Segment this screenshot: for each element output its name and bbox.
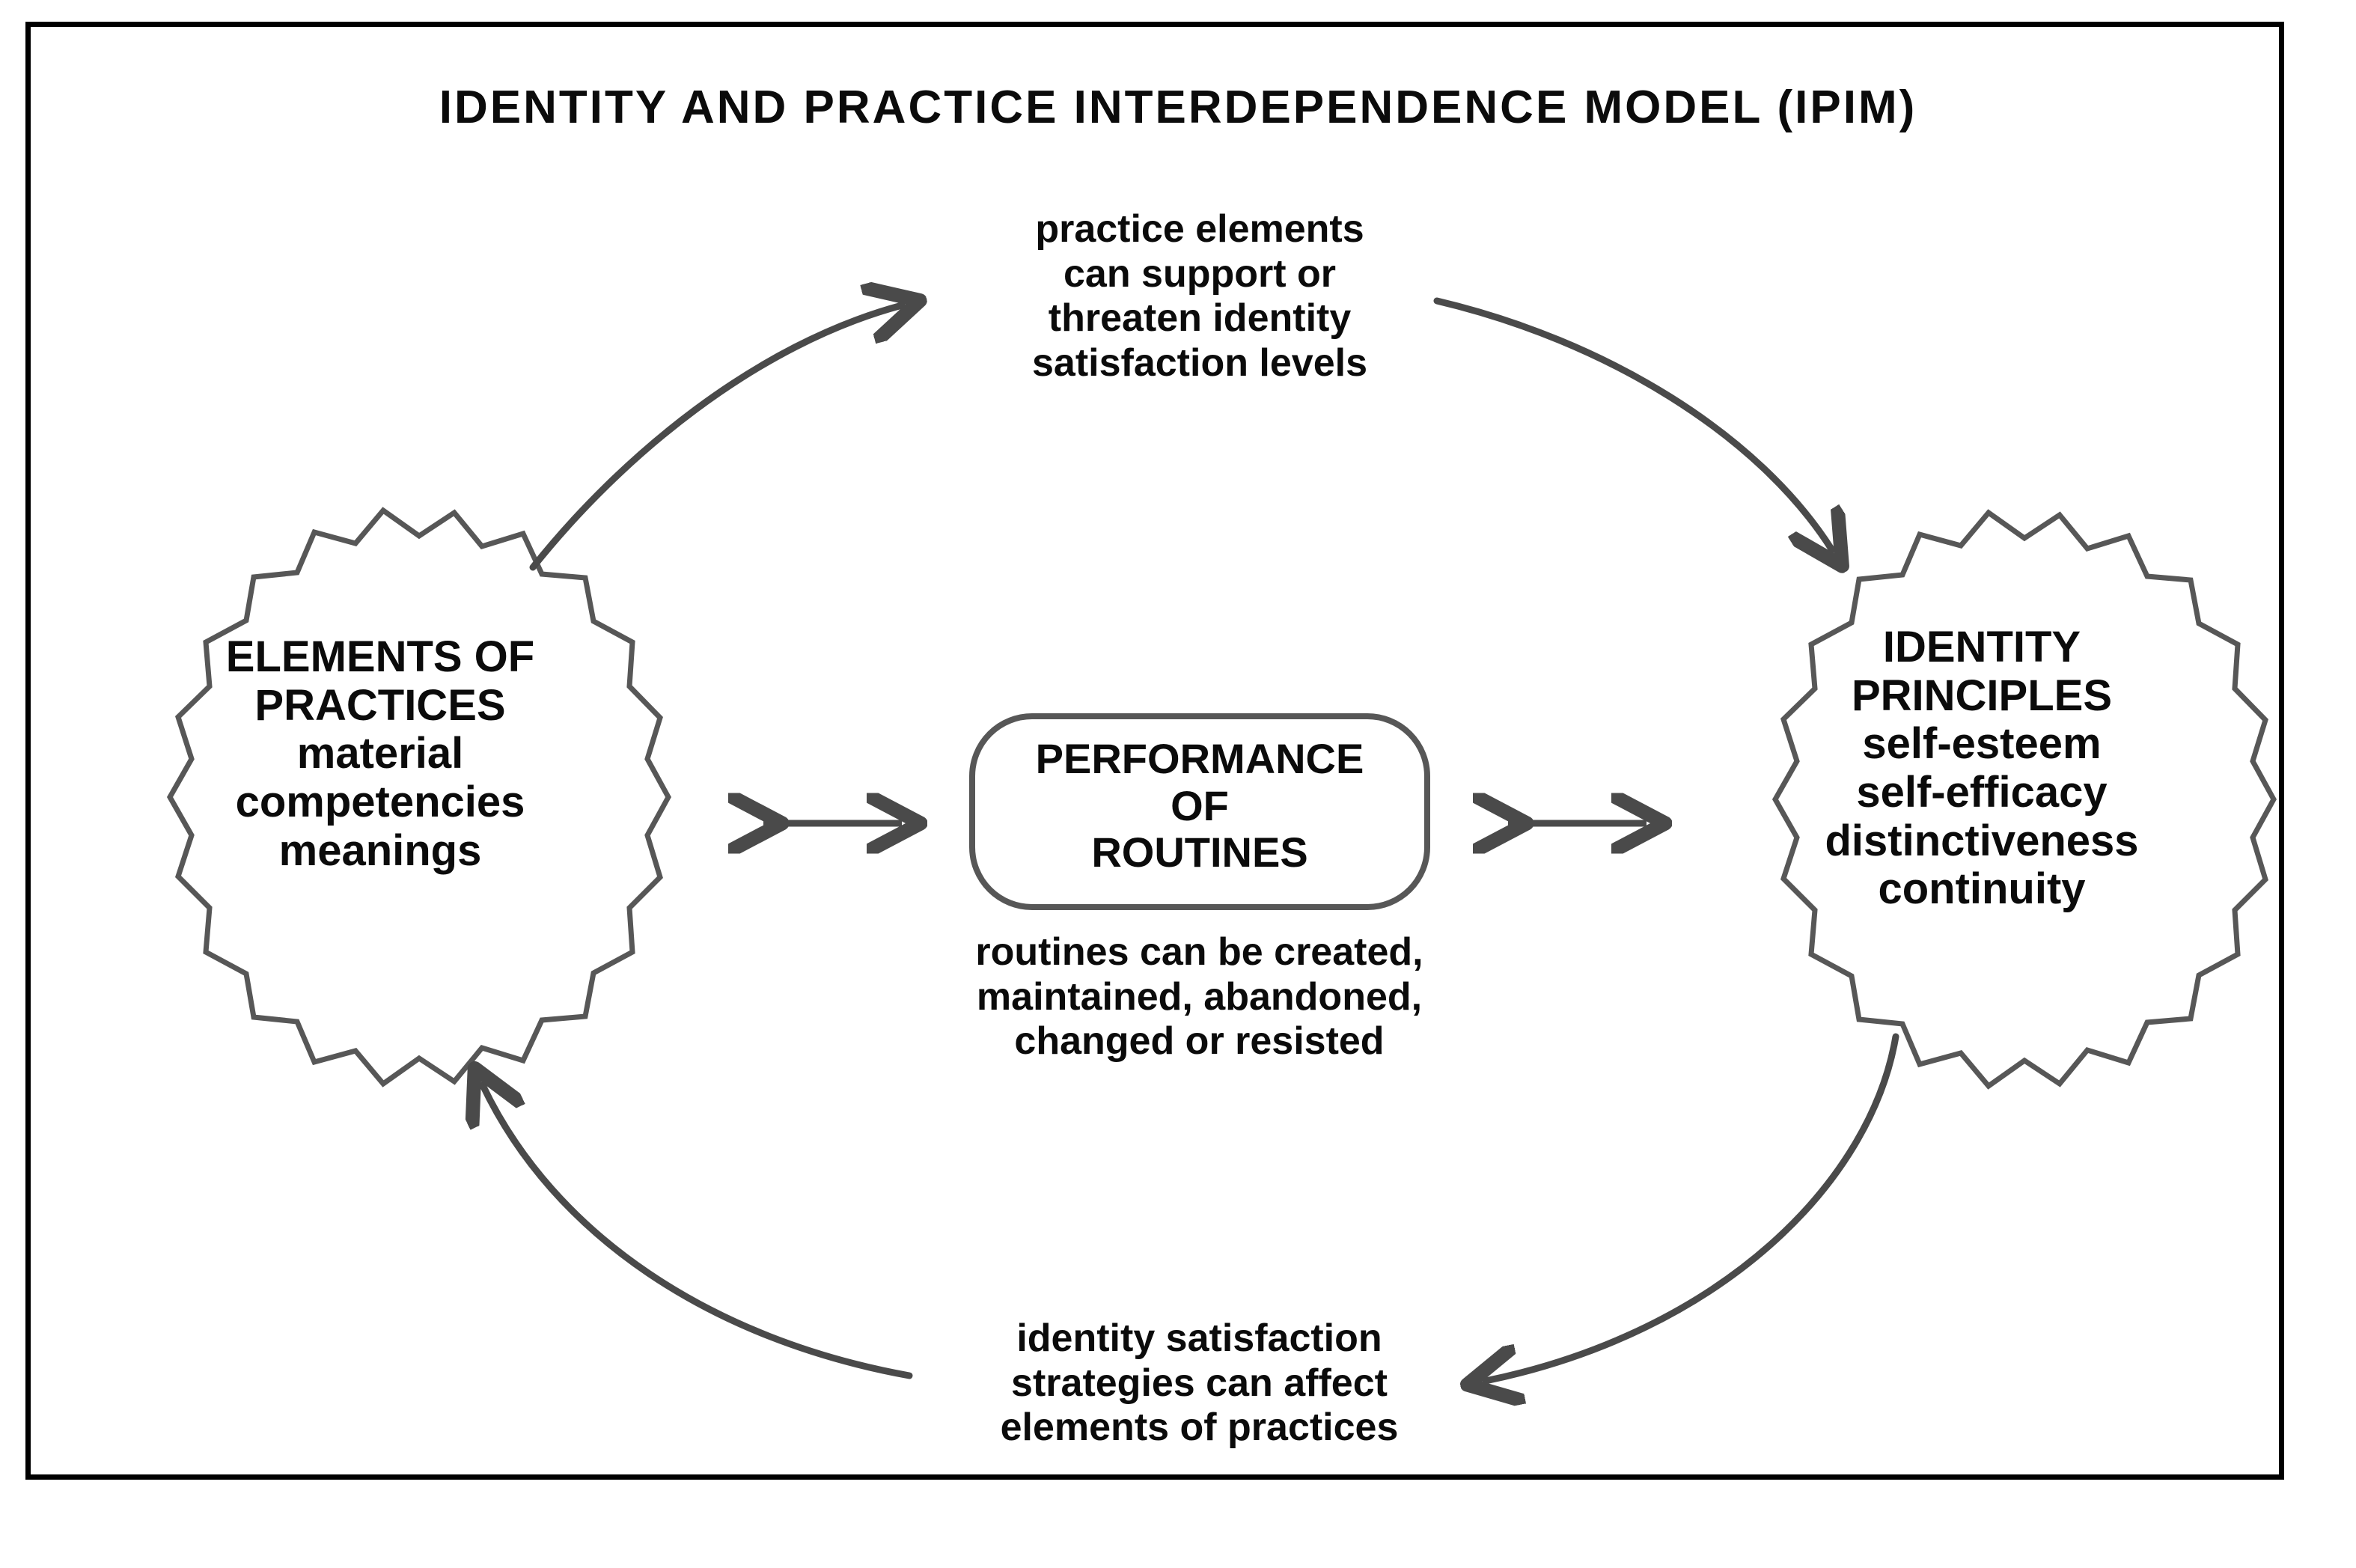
note-bottom-line2: strategies can affect <box>1011 1361 1388 1405</box>
note-center-line1: routines can be created, <box>975 930 1423 974</box>
note-center-line3: changed or resisted <box>1014 1019 1385 1064</box>
left-node-item-2: competencies <box>235 777 525 826</box>
note-bottom: identity satisfaction strategies can aff… <box>921 1317 1478 1450</box>
center-node-line2: OF <box>1171 781 1229 829</box>
note-top-line2: can support or <box>1063 251 1337 296</box>
right-node-heading-line2: PRINCIPLES <box>1851 671 2113 720</box>
note-top-line4: satisfaction levels <box>1032 341 1367 385</box>
right-node-item-4: continuity <box>1878 864 2086 914</box>
center-node-text: PERFORMANCE OF ROUTINES <box>975 735 1424 876</box>
note-bottom-line1: identity satisfaction <box>1016 1317 1382 1360</box>
left-node-item-3: meanings <box>278 826 482 875</box>
left-node-heading-line2: PRACTICES <box>254 680 506 730</box>
left-node-item-1: material <box>296 729 464 778</box>
note-bottom-line3: elements of practices <box>1000 1406 1399 1450</box>
right-node-item-2: self-efficacy <box>1856 767 2108 817</box>
right-node-item-3: distinctiveness <box>1825 816 2139 865</box>
note-top: practice elements can support or threate… <box>923 207 1477 385</box>
page-title: IDENTITY AND PRACTICE INTERDEPENDENCE MO… <box>439 82 1917 133</box>
note-top-line1: practice elements <box>1035 207 1364 251</box>
center-node-box: PERFORMANCE OF ROUTINES <box>969 713 1430 910</box>
right-node-item-1: self-esteem <box>1862 719 2102 769</box>
right-node-heading-line1: IDENTITY <box>1882 623 2081 671</box>
center-node-line3: ROUTINES <box>1091 829 1308 876</box>
note-top-line3: threaten identity <box>1048 296 1352 341</box>
center-node-line1: PERFORMANCE <box>1035 735 1364 782</box>
note-center: routines can be created, maintained, aba… <box>921 930 1478 1064</box>
left-node-heading-line1: ELEMENTS OF <box>225 632 535 681</box>
right-node-text: IDENTITY PRINCIPLES self-esteem self-eff… <box>1735 623 2229 914</box>
note-center-line2: maintained, abandoned, <box>976 974 1423 1019</box>
left-node-text: ELEMENTS OF PRACTICES material competenc… <box>141 632 620 875</box>
